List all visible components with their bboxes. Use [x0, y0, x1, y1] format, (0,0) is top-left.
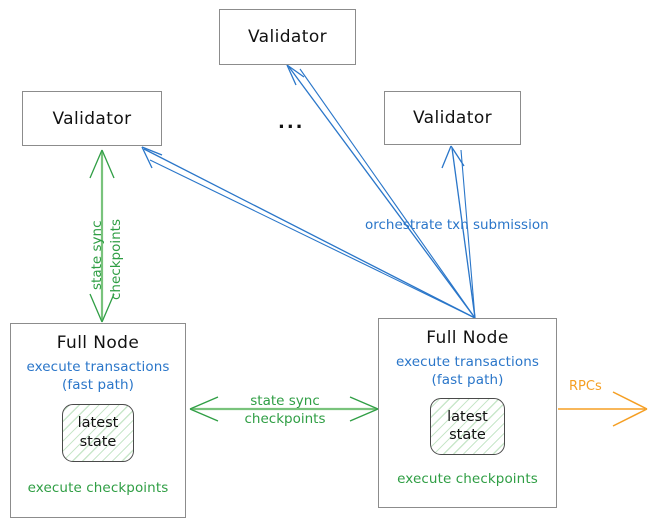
- latest-state-left-line1: latest: [77, 415, 119, 432]
- validator-right-label: Validator: [412, 108, 493, 128]
- latest-state-store-left[interactable]: latest state: [62, 403, 134, 462]
- full-node-left-sub-line2: (fast path): [62, 376, 134, 393]
- full-node-right[interactable]: Full Node execute transactions (fast pat…: [378, 318, 557, 508]
- state-sync-horizontal-line2: checkpoints: [244, 410, 326, 427]
- full-node-left-sub-line1: execute transactions: [26, 359, 170, 375]
- state-sync-vertical-line2: checkpoints: [108, 219, 124, 300]
- validator-node-top[interactable]: Validator: [219, 9, 356, 65]
- full-node-left-title: Full Node: [56, 333, 140, 353]
- latest-state-right-line1: latest: [447, 408, 488, 425]
- full-node-left-subtitle: execute transactions (fast path): [26, 359, 169, 395]
- latest-state-right-line2: state: [449, 427, 486, 444]
- full-node-right-sub-line1: execute transactions: [395, 354, 540, 370]
- validator-left-label: Validator: [52, 108, 132, 129]
- latest-state-left-line2: state: [79, 433, 117, 450]
- full-node-right-title: Full Node: [426, 328, 509, 348]
- rpcs-label: RPCs: [569, 379, 602, 394]
- full-node-right-footer: execute checkpoints: [397, 470, 538, 487]
- full-node-right-subtitle: execute transactions (fast path): [396, 354, 539, 390]
- state-sync-horizontal-label: state sync checkpoints: [214, 393, 356, 428]
- full-node-left-footer: execute checkpoints: [27, 479, 169, 496]
- state-sync-vertical-line1: state sync: [89, 220, 105, 291]
- edge-rpcs: [558, 391, 648, 427]
- full-node-right-sub-line2: (fast path): [431, 371, 504, 388]
- validator-node-left[interactable]: Validator: [22, 91, 162, 146]
- state-sync-horizontal-line1: state sync: [250, 393, 320, 409]
- more-validators-ellipsis: ...: [278, 112, 305, 133]
- latest-state-store-right[interactable]: latest state: [430, 397, 505, 455]
- full-node-left[interactable]: Full Node execute transactions (fast pat…: [10, 323, 186, 518]
- validator-node-right[interactable]: Validator: [384, 91, 521, 145]
- orchestrate-txn-submission-label: orchestrate txn submission: [365, 217, 549, 233]
- validator-top-label: Validator: [247, 27, 328, 47]
